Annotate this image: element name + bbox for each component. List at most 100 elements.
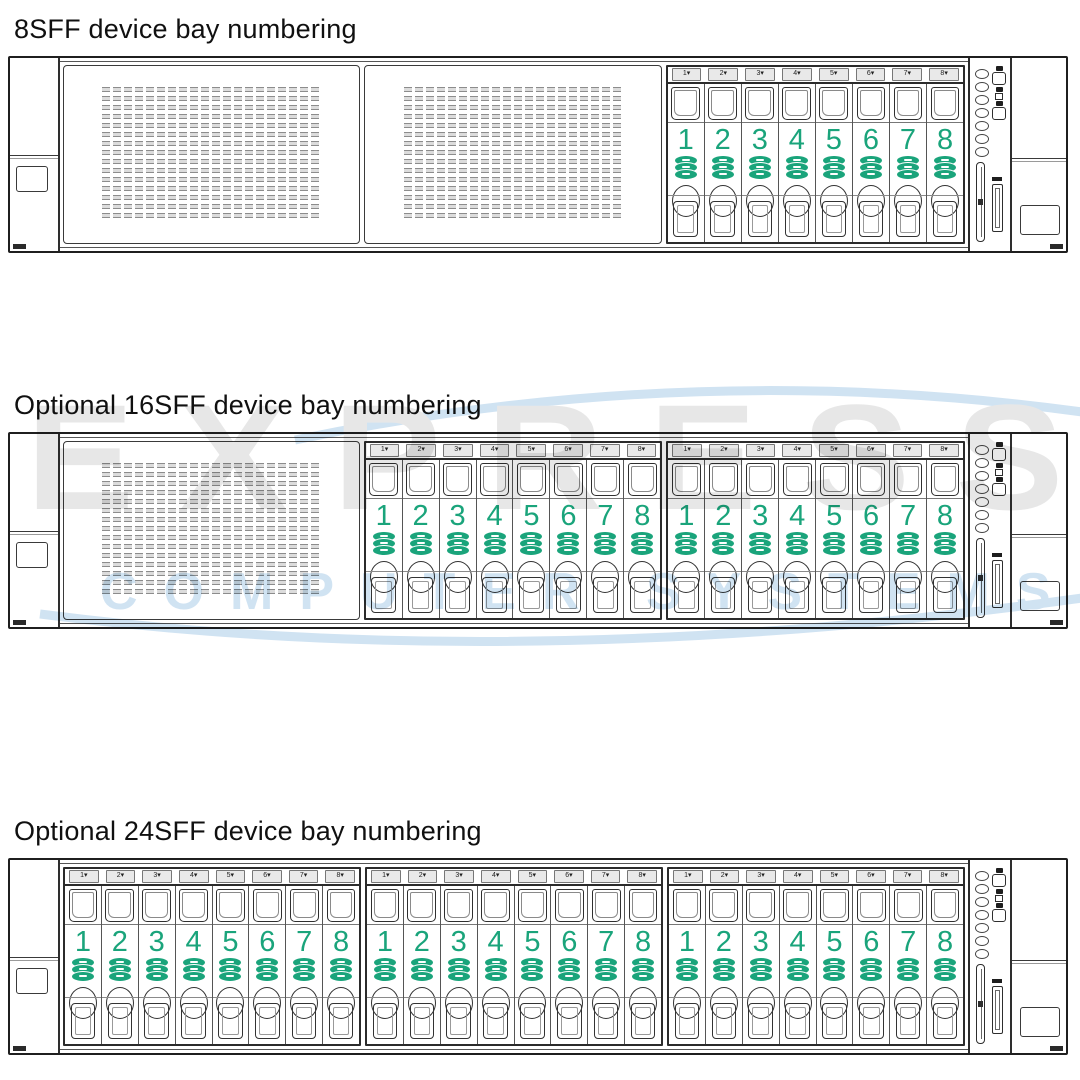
bay-number: 5 [524,926,541,958]
divider [513,498,550,499]
bay-row: 1 2 3 4 [367,886,661,1044]
disk-platter-icon [712,965,735,974]
bay-number: 8 [634,926,652,958]
drive-bay: 6 [853,886,891,1044]
divider [853,498,890,499]
bay-tab-label: 3▾ [443,444,473,457]
disk-platter-icon [558,972,581,981]
disk-platter-icon [675,972,698,981]
disk-stack-icon [860,958,883,981]
bay-number: 1 [677,124,694,156]
bay-tab-label: 3▾ [142,870,172,883]
disk-platter-icon [860,546,883,555]
drive-bay: 5 [212,886,250,1044]
drive-latch [930,889,960,922]
bay-tab-strip: 1▾2▾3▾4▾5▾6▾7▾8▾ [365,443,661,460]
drive-bay: 2 [705,460,743,618]
bay-tab-label: 8▾ [627,870,657,883]
drive-bay: 4 [477,886,515,1044]
drive-bay: 3 [742,886,780,1044]
divider [816,498,853,499]
bay-number: 1 [375,500,392,532]
disk-platter-icon [71,958,94,967]
bay-number: 4 [789,926,806,958]
bay-number: 7 [597,500,614,532]
bay-tab-label: 7▾ [892,870,923,883]
blank-bay-panel [63,441,360,620]
bay-tab-label: 2▾ [708,68,739,81]
status-led-icon [975,484,989,494]
drive-bay: 8 [927,886,963,1044]
drive-latch [930,463,960,496]
drive-latch [406,463,435,496]
status-led-column [975,69,989,160]
disk-stack-icon [145,958,168,981]
disk-platter-icon [712,539,735,548]
divider [101,924,138,925]
drive-handle-pad [70,1003,96,1039]
divider [323,924,359,925]
bay-number: 3 [148,926,165,958]
server-middle: 1▾2▾3▾4▾5▾6▾7▾8▾ 1 2 3 [60,860,968,1053]
disk-platter-icon [749,532,772,541]
disk-stack-icon [631,532,654,555]
disk-platter-icon [897,965,920,974]
drive-bay: 3 [741,84,779,242]
divider [742,498,779,499]
drive-bay: 3 [440,886,478,1044]
bay-number: 2 [413,926,430,958]
bay-tab-strip: 1▾2▾3▾4▾5▾6▾7▾8▾ [367,869,661,886]
divider [65,924,101,925]
nic-status-led [995,895,1003,902]
drive-bay: 7 [890,886,928,1044]
disk-stack-icon [372,532,395,555]
ear-latch-button [16,968,48,995]
disk-platter-icon [293,972,316,981]
ear-divider [10,154,58,156]
status-led-column [975,871,989,962]
disk-platter-icon [675,965,698,974]
drive-latch [782,87,812,120]
disk-platter-icon [557,532,580,541]
drive-handle-pad [858,577,884,613]
drive-latch [745,463,775,496]
bay-row: 1 2 3 4 [365,460,661,618]
drive-bay: 5 [816,886,854,1044]
bay-number: 1 [678,926,695,958]
drive-latch [481,889,510,922]
disk-stack-icon [409,532,432,555]
drive-handle-pad [409,1003,434,1039]
disk-platter-icon [934,156,956,165]
server-middle: 1▾2▾3▾4▾5▾6▾7▾8▾ 1 2 3 [60,58,968,251]
drive-handle-pad [932,201,958,237]
disk-platter-icon [446,532,469,541]
disk-stack-icon [934,958,957,981]
disk-stack-icon [373,958,396,981]
drive-bay: 7 [587,460,625,618]
drive-bay: 3 [138,886,176,1044]
disk-platter-icon [897,972,920,981]
disk-platter-icon [675,546,698,555]
disk-platter-icon [71,965,94,974]
divider [588,924,625,925]
status-led-icon [975,134,989,144]
divider [815,122,852,123]
bay-number: 7 [598,926,615,958]
divider [212,924,249,925]
disk-platter-icon [372,539,395,548]
rack-ear-left [10,860,60,1053]
bay-tab-label: 5▾ [818,68,849,81]
drive-latch [590,463,620,496]
status-led-icon [975,871,989,881]
drive-handle-pad [371,577,396,613]
status-led-icon [975,510,989,520]
drive-cage: 1▾2▾3▾4▾5▾6▾7▾8▾ 1 2 3 [365,867,663,1046]
disk-platter-icon [823,972,846,981]
drive-latch [216,889,245,922]
drive-handle-pad [483,1003,508,1039]
drive-latch [930,87,960,120]
usb-port [992,986,1003,1034]
status-led-icon [975,121,989,131]
server-chassis: 1▾2▾3▾4▾5▾6▾7▾8▾ 1 2 3 [8,858,1068,1055]
divider [625,924,661,925]
